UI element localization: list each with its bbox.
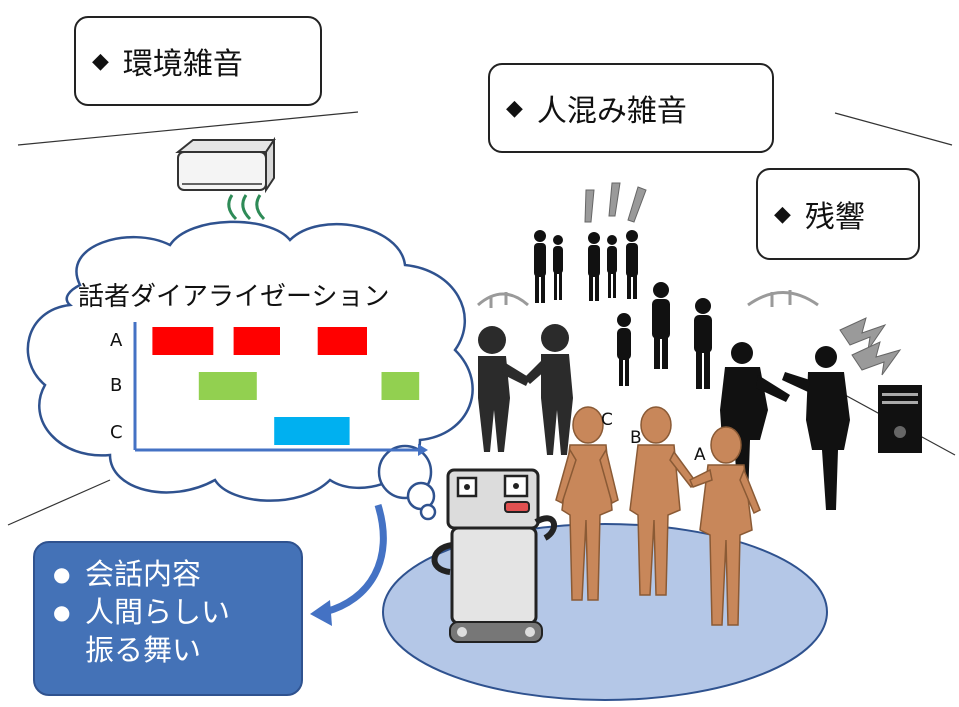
speech-segment-b-2 bbox=[382, 372, 420, 400]
crowd-noise-text: 人混み雑音 bbox=[537, 86, 687, 130]
speech-segment-a-1 bbox=[152, 327, 213, 355]
diamond-icon: ◆ bbox=[506, 96, 523, 121]
diarization-title: 話者ダイアライゼーション bbox=[78, 276, 389, 313]
info-item2-continued: 振る舞い bbox=[53, 631, 283, 669]
diamond-icon: ◆ bbox=[92, 49, 109, 74]
room-line-left-top bbox=[18, 112, 358, 145]
handshake-figures bbox=[478, 324, 573, 455]
speech-segment-c-1 bbox=[274, 417, 349, 445]
speaker-icon bbox=[878, 385, 922, 453]
speech-segment-a-2 bbox=[234, 327, 280, 355]
row-label-b: B bbox=[110, 375, 122, 396]
sound-arc-left bbox=[478, 292, 528, 308]
thought-cloud bbox=[28, 222, 473, 519]
room-line-left-bottom bbox=[8, 480, 110, 525]
crowd-noise-marks bbox=[585, 183, 646, 222]
lightning-icon bbox=[840, 318, 900, 375]
reverb-text: 残響 bbox=[805, 192, 865, 236]
speech-segment-b-1 bbox=[199, 372, 257, 400]
info-item-content: ● 会話内容 bbox=[53, 555, 283, 593]
env-noise-text: 環境雑音 bbox=[123, 39, 243, 83]
crowd-noise-label: ◆ 人混み雑音 bbox=[488, 63, 774, 153]
info-item2-text: 人間らしい bbox=[85, 593, 230, 631]
reverb-label: ◆ 残響 bbox=[756, 168, 920, 260]
info-box: ● 会話内容 ● 人間らしい 振る舞い bbox=[33, 541, 303, 696]
bullet-icon: ● bbox=[53, 555, 85, 593]
speech-segment-a-3 bbox=[318, 327, 367, 355]
diamond-icon: ◆ bbox=[774, 202, 791, 227]
row-label-a: A bbox=[110, 330, 122, 351]
person-label-a: A bbox=[694, 445, 706, 465]
env-noise-label: ◆ 環境雑音 bbox=[74, 16, 322, 106]
bullet-icon: ● bbox=[53, 593, 85, 631]
robot-icon bbox=[434, 470, 554, 642]
floor-ellipse bbox=[383, 524, 827, 700]
sound-arc-right bbox=[748, 290, 818, 307]
room-line-right-top bbox=[835, 113, 952, 145]
person-label-c: C bbox=[601, 410, 613, 430]
info-item-behavior: ● 人間らしい bbox=[53, 593, 283, 631]
row-label-c: C bbox=[110, 422, 123, 443]
person-label-b: B bbox=[630, 428, 642, 448]
curved-arrow bbox=[310, 505, 383, 626]
info-item1-text: 会話内容 bbox=[85, 555, 201, 593]
air-conditioner-icon bbox=[178, 140, 274, 219]
